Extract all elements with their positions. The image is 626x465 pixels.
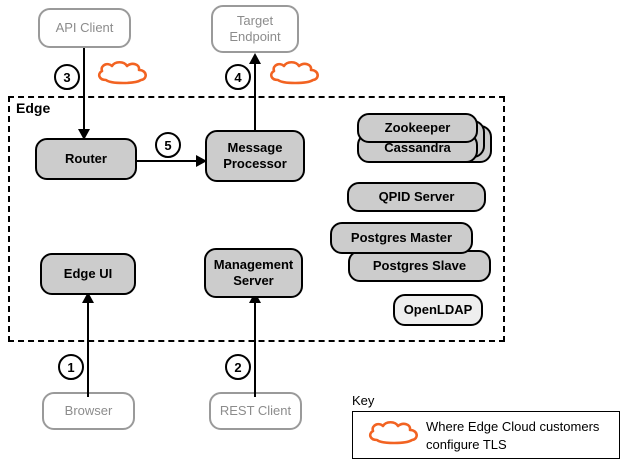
tls-cloud-icon-step3 (95, 60, 153, 93)
node-zookeeper[interactable]: Zookeeper (357, 113, 478, 143)
node-router[interactable]: Router (35, 138, 137, 180)
node-postgres-slave[interactable]: Postgres Slave (348, 250, 491, 282)
node-api-client[interactable]: API Client (38, 8, 131, 48)
tls-cloud-icon-legend (366, 420, 424, 453)
connector-router-to-message-processor (137, 160, 203, 162)
node-qpid-server[interactable]: QPID Server (347, 182, 486, 212)
arrowhead-message-processor-in (196, 155, 207, 167)
edge-boundary (8, 96, 505, 342)
key-title: Key (352, 393, 375, 408)
connector-rest-client-to-management-server (254, 301, 256, 397)
edge-boundary-label: Edge (16, 100, 51, 116)
node-message-processor[interactable]: Message Processor (205, 130, 305, 182)
key-entry-label: Where Edge Cloud customers configure TLS (426, 419, 600, 452)
step-badge-5[interactable]: 5 (155, 132, 181, 158)
node-target-endpoint[interactable]: Target Endpoint (211, 5, 299, 53)
node-rest-client[interactable]: REST Client (209, 392, 302, 430)
connector-message-processor-to-target-endpoint (254, 62, 256, 138)
arrowhead-target-endpoint-in (249, 53, 261, 64)
connector-browser-to-edge-ui (87, 301, 89, 397)
connector-api-client-to-router (83, 48, 85, 132)
tls-cloud-icon-step4 (267, 60, 325, 93)
arrowhead-edge-ui-in (82, 292, 94, 303)
node-edge-ui[interactable]: Edge UI (40, 253, 136, 295)
arrowhead-router-in (78, 129, 90, 140)
node-management-server[interactable]: Management Server (204, 248, 303, 298)
node-postgres-master[interactable]: Postgres Master (330, 222, 473, 254)
step-badge-3[interactable]: 3 (54, 64, 80, 90)
step-badge-4[interactable]: 4 (225, 64, 251, 90)
step-badge-1[interactable]: 1 (58, 354, 84, 380)
step-badge-2[interactable]: 2 (225, 354, 251, 380)
node-openldap[interactable]: OpenLDAP (393, 294, 483, 326)
node-browser[interactable]: Browser (42, 392, 135, 430)
